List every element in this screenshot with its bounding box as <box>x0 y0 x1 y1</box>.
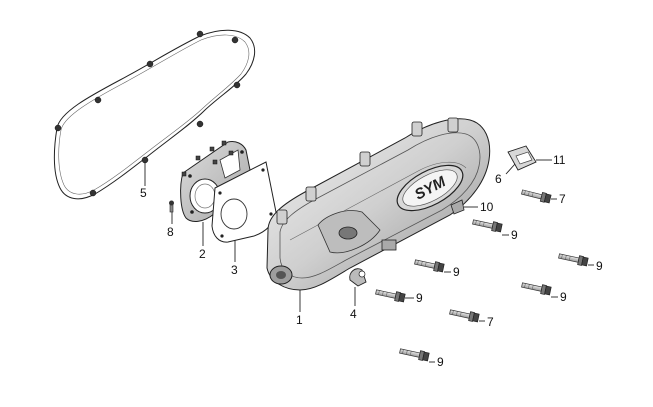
bolt-9d <box>520 280 552 296</box>
bolt-9c <box>413 257 445 273</box>
bracket-part-6 <box>507 145 537 171</box>
small-screws <box>181 140 234 177</box>
callout-9b: 9 <box>596 259 603 273</box>
bolt-9a <box>471 217 503 233</box>
callout-10: 10 <box>480 200 494 214</box>
callout-labels: 1 2 3 4 5 6 7 7 8 9 9 9 9 9 9 10 11 <box>140 153 603 369</box>
callout-9e: 9 <box>416 291 423 305</box>
leader-lines <box>144 159 594 363</box>
bolt-9f <box>398 346 430 362</box>
bolt-7b <box>448 307 480 323</box>
clip-part-10 <box>450 199 465 215</box>
callout-4: 4 <box>350 307 357 321</box>
callout-9f: 9 <box>437 355 444 369</box>
callout-2: 2 <box>199 247 206 261</box>
bolt-9e <box>374 287 406 303</box>
gasket-outer-part-5 <box>53 29 256 200</box>
callout-9a: 9 <box>511 228 518 242</box>
bolt-7a <box>520 187 552 204</box>
callout-7b: 7 <box>487 315 494 329</box>
callout-7a: 7 <box>559 192 566 206</box>
callout-3: 3 <box>231 263 238 277</box>
callout-11: 11 <box>553 153 566 167</box>
callout-6: 6 <box>495 172 502 186</box>
clamp-part-4 <box>349 268 367 287</box>
bolt-9b <box>557 251 589 267</box>
callout-9d: 9 <box>560 290 567 304</box>
callout-8: 8 <box>167 225 174 239</box>
callout-9c: 9 <box>453 265 460 279</box>
pin-part-8 <box>169 200 174 213</box>
callout-5: 5 <box>140 186 147 200</box>
callout-1: 1 <box>296 313 303 327</box>
